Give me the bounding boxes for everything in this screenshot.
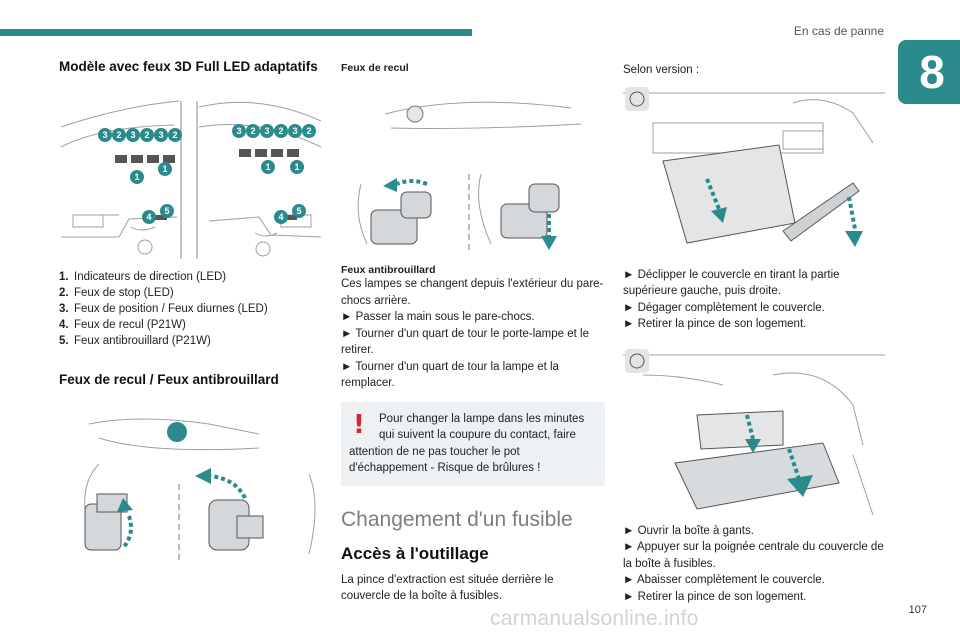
callout-1: 1 <box>265 162 270 172</box>
step: ► Ouvrir la boîte à gants. <box>623 524 754 537</box>
step: ► Dégager complètement le couvercle. <box>623 301 825 314</box>
reverse-fog-illustration <box>84 418 316 564</box>
rear-lights-figure: 3 2 3 2 3 2 3 2 3 2 3 2 1 1 1 1 4 5 4 5 <box>59 87 323 259</box>
callout-3: 3 <box>292 126 297 136</box>
reverse-light-illustration <box>357 101 582 250</box>
header-accent-bar <box>0 29 472 36</box>
tool-access-heading: Accès à l'outillage <box>341 543 489 563</box>
callout-5: 5 <box>164 206 169 216</box>
column-3: Selon version : ► Déclipper le couvercle… <box>623 58 885 605</box>
subheading: Feux de recul / Feux antibrouillard <box>59 371 279 387</box>
legend-item: 5.Feux antibrouillard (P21W) <box>59 334 211 347</box>
warning-icon: ! <box>353 409 365 440</box>
warning-line: qui suivent la coupure du contact, faire <box>379 429 576 441</box>
glovebox-illustration-a <box>623 86 885 247</box>
column-1: Modèle avec feux 3D Full LED adaptatifs <box>59 58 323 564</box>
rear-lights-illustration: 3 2 3 2 3 2 3 2 3 2 3 2 1 1 1 1 4 5 4 5 <box>60 100 322 259</box>
step: ► Appuyer sur la poignée centrale du cou… <box>623 541 884 570</box>
reverse-light-figure <box>341 84 605 250</box>
reverse-fog-figure <box>59 404 323 564</box>
callout-2: 2 <box>144 130 149 140</box>
callout-2: 2 <box>306 126 311 136</box>
callout-3: 3 <box>130 130 135 140</box>
fog-light-steps: ► Passer la main sous le pare-chocs. ► T… <box>341 309 605 392</box>
callout-4: 4 <box>146 212 151 222</box>
legend-item: 1.Indicateurs de direction (LED) <box>59 270 227 283</box>
warning-line: Pour changer la lampe dans les minutes <box>379 412 585 425</box>
callout-3: 3 <box>102 130 107 140</box>
column-2: Feux de recul Feux antibrouillard Ces la… <box>341 58 605 605</box>
watermark: carmanualsonline.info <box>490 607 699 630</box>
reverse-light-heading: Feux de recul <box>341 62 409 74</box>
legend-item: 4.Feux de recul (P21W) <box>59 318 186 331</box>
glovebox-figure-a <box>623 83 885 255</box>
legend-item: 3.Feux de position / Feux diurnes (LED) <box>59 302 268 315</box>
steps-a: ► Déclipper le couvercle en tirant la pa… <box>623 267 885 333</box>
warning-box: ! Pour changer la lampe dans les minutes… <box>341 401 605 486</box>
callout-2: 2 <box>172 130 177 140</box>
chapter-number: 8 <box>919 46 945 98</box>
warning-text: attention de ne pas toucher le pot d'éch… <box>349 445 541 475</box>
callout-4: 4 <box>278 212 283 222</box>
callout-3: 3 <box>158 130 163 140</box>
tool-access-body: La pince d'extraction est située derrièr… <box>341 573 554 603</box>
callout-2: 2 <box>250 126 255 136</box>
callout-3: 3 <box>264 126 269 136</box>
step: ► Retirer la pince de son logement. <box>623 318 807 330</box>
callout-3: 3 <box>236 126 241 136</box>
callout-2: 2 <box>278 126 283 136</box>
section-title: En cas de panne <box>793 24 884 38</box>
callout-5: 5 <box>296 206 301 216</box>
legend-item: 2.Feux de stop (LED) <box>59 286 174 299</box>
model-heading: Modèle avec feux 3D Full LED adaptatifs <box>59 59 318 74</box>
page-number: 107 <box>908 604 927 616</box>
glovebox-illustration-b <box>623 348 885 515</box>
legend-list: 1.Indicateurs de direction (LED) 2.Feux … <box>59 269 323 349</box>
fog-light-intro: Ces lampes se changent depuis l'extérieu… <box>341 278 604 307</box>
version-intro: Selon version : <box>623 64 700 76</box>
callout-1: 1 <box>162 164 167 174</box>
callout-1: 1 <box>134 172 139 182</box>
step: ► Passer la main sous le pare-chocs. <box>341 311 535 323</box>
fog-light-heading: Feux antibrouillard <box>341 264 436 276</box>
chapter-tab: 8 <box>898 40 960 104</box>
callout-2: 2 <box>116 130 121 140</box>
step: ► Tourner d'un quart de tour la lampe et… <box>341 360 559 390</box>
step: ► Abaisser complètement le couvercle. <box>623 574 825 586</box>
glovebox-figure-b <box>623 345 885 515</box>
step: ► Déclipper le couvercle en tirant la pa… <box>623 268 840 298</box>
step: ► Tourner d'un quart de tour le porte-la… <box>341 327 589 357</box>
step: ► Retirer la pince de son logement. <box>623 590 807 603</box>
steps-b: ► Ouvrir la boîte à gants. ► Appuyer sur… <box>623 523 885 606</box>
fuse-change-title: Changement d'un fusible <box>341 507 573 531</box>
callout-1: 1 <box>294 162 299 172</box>
